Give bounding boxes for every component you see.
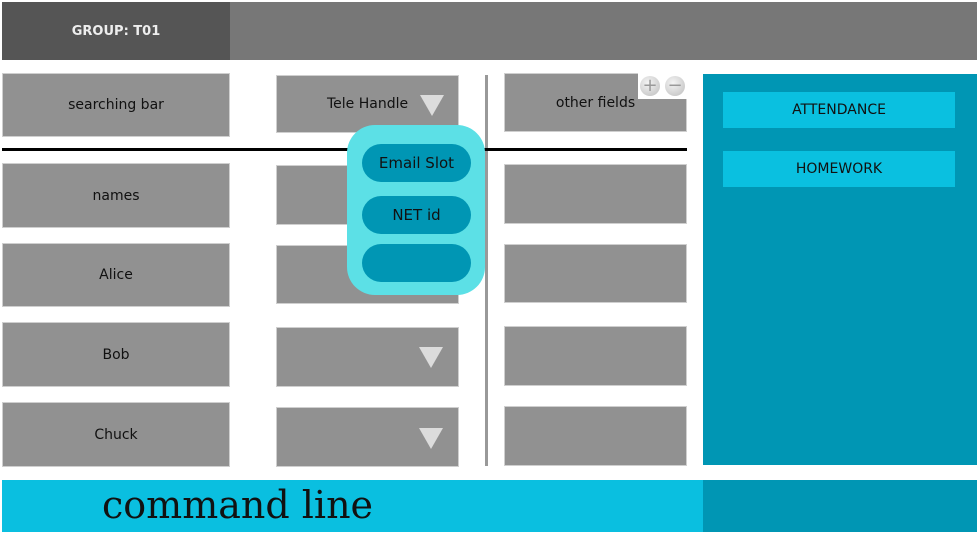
header-divider xyxy=(2,148,687,151)
option-net-id[interactable]: NET id xyxy=(362,196,471,234)
header-group: GROUP: T01 xyxy=(2,2,230,60)
other-fields-label: other fields xyxy=(555,94,636,111)
attendance-button[interactable]: ATTENDANCE xyxy=(723,92,955,128)
dropdown-popup: Email Slot NET id xyxy=(347,125,485,295)
side-panel: ATTENDANCE HOMEWORK xyxy=(703,74,977,465)
other-cell[interactable] xyxy=(504,164,687,224)
other-cell[interactable] xyxy=(504,406,687,466)
zoom-in-icon[interactable]: + xyxy=(640,76,660,96)
dropdown-arrow-icon xyxy=(419,347,443,368)
command-line-side xyxy=(703,480,977,532)
name-row[interactable]: Bob xyxy=(2,322,230,387)
homework-button[interactable]: HOMEWORK xyxy=(723,151,955,187)
option-empty[interactable] xyxy=(362,244,471,282)
zoom-controls: + − xyxy=(638,73,688,99)
name-row[interactable]: Chuck xyxy=(2,402,230,467)
command-line-placeholder: command line xyxy=(102,483,374,527)
option-email-slot[interactable]: Email Slot xyxy=(362,144,471,182)
header-bar xyxy=(230,2,977,60)
name-row[interactable]: Alice xyxy=(2,243,230,307)
tele-cell-dropdown[interactable] xyxy=(276,327,459,387)
zoom-out-icon[interactable]: − xyxy=(665,76,685,96)
group-label: GROUP: T01 xyxy=(71,23,161,39)
tele-cell-dropdown[interactable] xyxy=(276,407,459,467)
search-bar[interactable]: searching bar xyxy=(2,73,230,137)
other-fields-header: other fields + − xyxy=(504,73,688,132)
command-line-input[interactable]: command line xyxy=(2,480,703,532)
dropdown-arrow-icon xyxy=(420,95,444,116)
tele-handle-label: Tele Handle xyxy=(327,96,409,112)
other-cell[interactable] xyxy=(504,326,687,386)
other-cell[interactable] xyxy=(504,244,687,303)
names-header: names xyxy=(2,163,230,228)
tele-handle-dropdown[interactable]: Tele Handle xyxy=(276,75,459,133)
dropdown-arrow-icon xyxy=(419,428,443,449)
column-divider xyxy=(485,75,488,466)
